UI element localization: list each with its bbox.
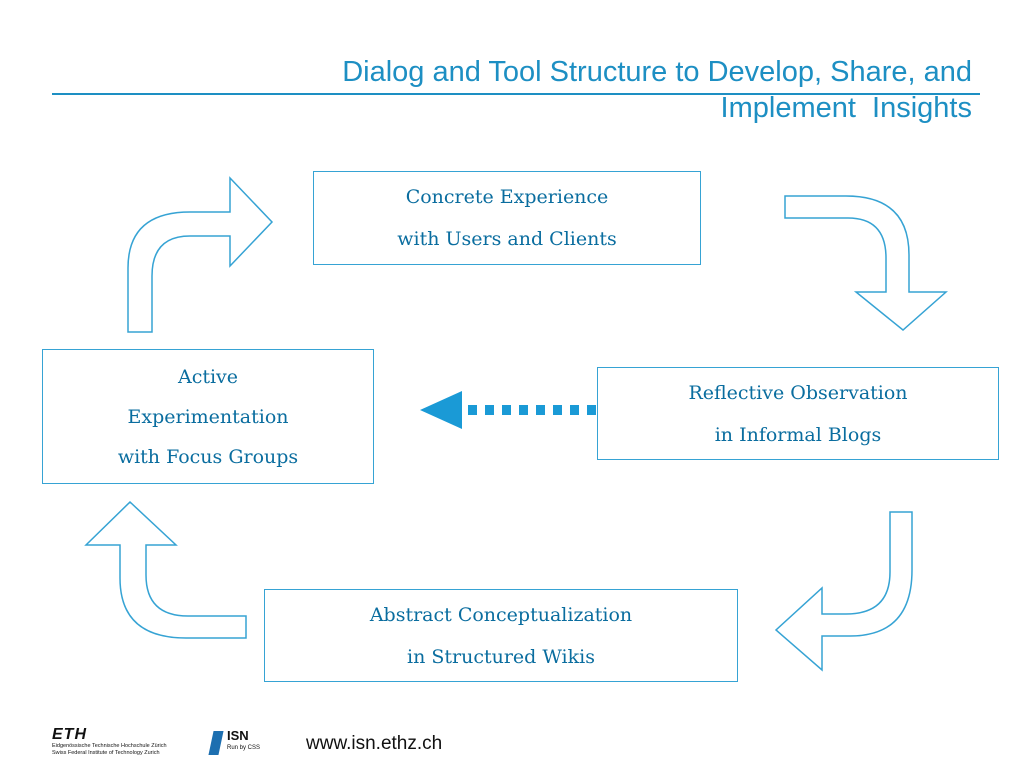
eth-line-2: Swiss Federal Institute of Technology Zu…: [52, 750, 160, 756]
isn-logo-text: ISN: [227, 728, 249, 743]
box-line: Reflective Observation: [688, 381, 908, 404]
curved-arrow-icon-bottom-right: [774, 511, 913, 672]
isn-logo: ISN Run by CSS: [208, 728, 291, 759]
box-line: Abstract Conceptualization: [369, 603, 633, 626]
curved-arrow-icon-top-right: [784, 195, 948, 331]
box-line: Active: [177, 365, 239, 388]
abstract-conceptualization-box: Abstract Conceptualization in Structured…: [264, 589, 738, 682]
slide-title: Dialog and Tool Structure to Develop, Sh…: [342, 56, 972, 124]
website-url[interactable]: www.isn.ethz.ch: [306, 733, 443, 754]
box-line: Experimentation: [127, 405, 289, 428]
title-rule: [52, 93, 980, 95]
box-line: in Informal Blogs: [714, 423, 882, 446]
isn-mark-icon: [208, 731, 224, 755]
box-line: in Structured Wikis: [407, 645, 595, 668]
eth-logo-text: ETH: [52, 726, 87, 743]
dashed-arrow-icon: [420, 391, 596, 429]
box-line: with Users and Clients: [397, 228, 617, 250]
isn-logo-sub: Run by CSS: [227, 745, 261, 751]
eth-logo: ETH Eidgenössische Technische Hochschule…: [52, 727, 182, 757]
concrete-experience-box: Concrete Experience with Users and Clien…: [313, 171, 701, 265]
curved-arrow-icon-top-left: [127, 176, 274, 333]
box-line: Concrete Experience: [405, 186, 609, 208]
box-line: with Focus Groups: [117, 445, 299, 468]
eth-line-1: Eidgenössische Technische Hochschule Zür…: [52, 743, 167, 749]
reflective-observation-box: Reflective Observation in Informal Blogs: [597, 367, 999, 460]
curved-arrow-icon-bottom-left: [84, 500, 247, 639]
active-experimentation-box: Active Experimentation with Focus Groups: [42, 349, 374, 484]
